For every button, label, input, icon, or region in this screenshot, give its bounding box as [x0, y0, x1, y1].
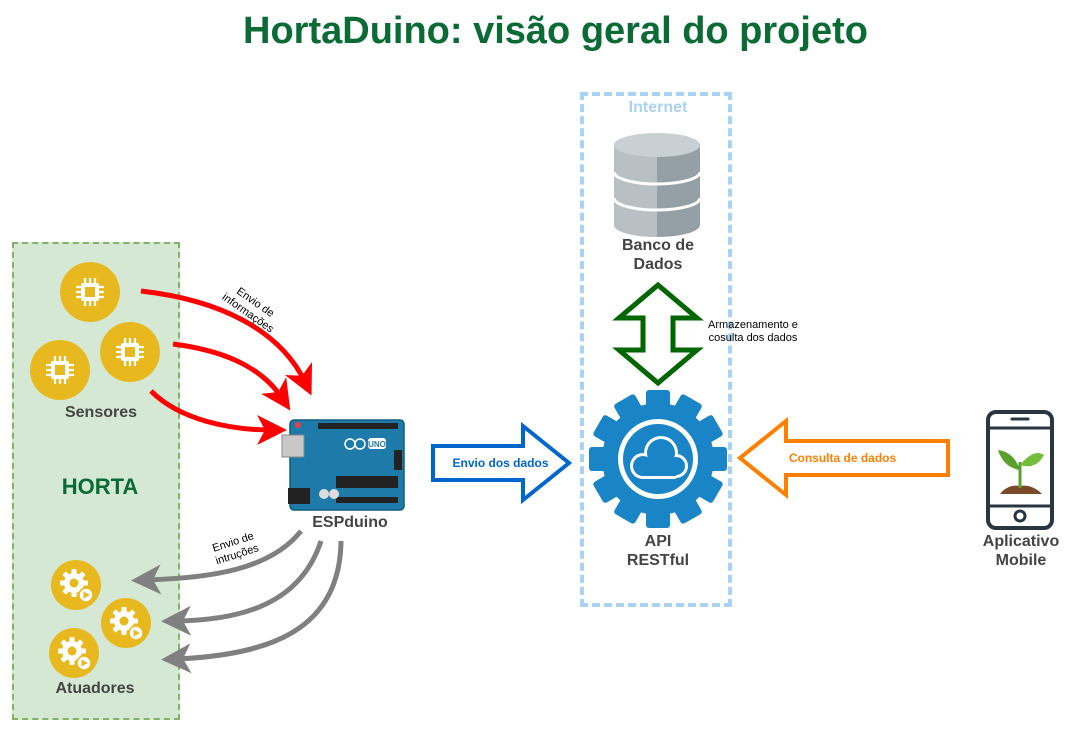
internet-label: Internet: [628, 99, 688, 116]
internet-container: [580, 92, 732, 607]
api-label-line: API: [644, 533, 672, 550]
database-label-line: Banco de: [621, 237, 694, 254]
actuator-arrow: [161, 540, 344, 674]
actuator-instr-arrows: [131, 529, 344, 674]
send-data-label: Envio dos dados: [452, 456, 549, 470]
sensor-chip-icon: [28, 338, 92, 402]
diagram-title: HortaDuino: visão geral do projeto: [243, 10, 868, 52]
actuator-gear-icon: [50, 559, 102, 611]
query-data-arrow: [736, 416, 950, 500]
actuator-gear-icon: [100, 597, 152, 649]
database-label-line: Dados: [633, 256, 683, 273]
mobile-label-line: Aplicativo: [982, 533, 1060, 550]
horta-label: HORTA: [61, 474, 139, 499]
storage-double-arrow: [612, 281, 704, 387]
mobile-label-line: Mobile: [995, 552, 1047, 569]
storage-label-line: Armazenamento e: [708, 319, 798, 331]
sensor-chip-icon: [98, 320, 162, 384]
arduino-board-icon: UNO: [281, 419, 405, 511]
actuators-label: Atuadores: [55, 680, 135, 697]
cloud-gear-icon: [589, 390, 727, 528]
sensor-arrow: [140, 288, 313, 396]
actuator-gear-icon: [48, 627, 100, 679]
actuator-arrow: [131, 529, 303, 595]
mobile-label: Aplicativo Mobile: [962, 532, 1080, 570]
smartphone-plant-icon: [986, 410, 1054, 530]
sensor-info-arrows: [140, 288, 313, 445]
espduino-label: ESPduino: [312, 514, 388, 531]
sensor-chip-icon: [58, 260, 122, 324]
api-label-line: RESTful: [626, 552, 690, 569]
board-text: UNO: [368, 440, 386, 449]
database-label: Banco de Dados: [598, 236, 718, 274]
query-data-label: Consulta de dados: [788, 451, 897, 465]
sensor-arrow: [149, 389, 287, 445]
sensor-arrow: [172, 341, 291, 411]
api-label: API RESTful: [598, 532, 718, 570]
send-data-arrow: [431, 421, 573, 505]
database-icon: [612, 133, 702, 237]
horta-container: [12, 242, 180, 720]
sensors-label: Sensores: [64, 404, 138, 421]
storage-label: Armazenamento e cosulta dos dados: [693, 319, 813, 345]
storage-label-line: cosulta dos dados: [708, 332, 798, 344]
actuator-arrow: [161, 540, 324, 636]
